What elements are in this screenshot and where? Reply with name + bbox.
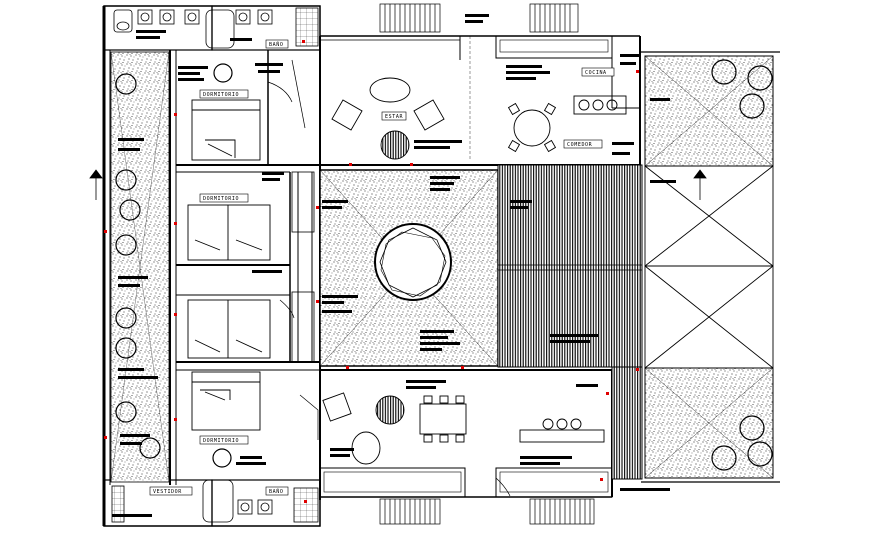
- living-top-furniture: [331, 77, 627, 160]
- label-box-cocina: [581, 67, 615, 77]
- label-box-dormitorio-4: [199, 435, 249, 445]
- room-label-comedor: COMEDOR: [567, 142, 593, 148]
- room-label-bano-top: BAÑO: [269, 41, 283, 48]
- bed-1: [191, 99, 261, 161]
- room-labels: BAÑO DORMITORIO DORMITORIO DORMITORIO ES…: [149, 39, 615, 496]
- label-box-vestidor: [149, 486, 193, 496]
- room-label-vestidor: VESTIDOR: [153, 489, 182, 495]
- planter-right-top: [644, 55, 774, 167]
- label-box-bano-bottom: [265, 486, 289, 496]
- bathroom-top: [113, 7, 319, 49]
- courtyard: [319, 169, 499, 367]
- living-bottom-furniture: [322, 392, 605, 465]
- label-box-dormitorio-2: [199, 193, 249, 203]
- bed-3: [187, 299, 271, 359]
- planter-left: [110, 51, 170, 483]
- planter-right-bottom: [644, 367, 774, 479]
- label-box-comedor: [563, 139, 603, 149]
- room-label-dormitorio-4: DORMITORIO: [203, 438, 239, 444]
- room-label-bano-bottom: BAÑO: [269, 488, 283, 495]
- deck: [497, 164, 643, 480]
- bed-4: [191, 371, 261, 431]
- red-markers: [104, 40, 639, 503]
- doors: [267, 59, 511, 497]
- room-label-dormitorio-1: DORMITORIO: [203, 92, 239, 98]
- section-markers: [89, 169, 707, 200]
- stairs: [379, 3, 595, 525]
- bathroom-bottom: [111, 479, 319, 523]
- bed-2: [187, 204, 271, 261]
- room-label-cocina: COCINA: [585, 70, 607, 76]
- annotation-text: [112, 14, 676, 517]
- room-label-estar: ESTAR: [385, 114, 403, 120]
- label-box-estar: [381, 111, 407, 121]
- label-box-dormitorio-1: [199, 89, 249, 99]
- label-box-bano-top: [265, 39, 289, 49]
- trees: [115, 59, 773, 471]
- room-label-dormitorio-2: DORMITORIO: [203, 196, 239, 202]
